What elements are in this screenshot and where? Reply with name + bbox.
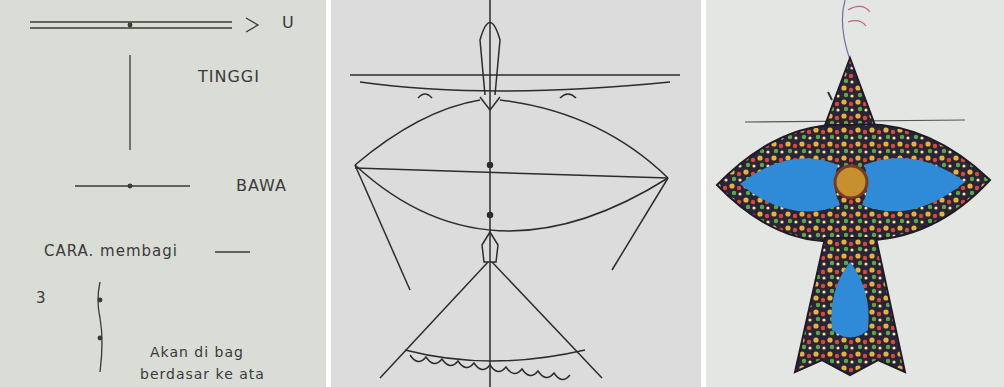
handwritten-note: berdasar ke ata: [140, 367, 265, 382]
handwritten-note: Akan di bag: [150, 345, 244, 360]
handwritten-note: CARA. membagi: [44, 243, 178, 260]
handwritten-note: BAWA: [236, 177, 287, 195]
handwritten-note: 3: [36, 290, 47, 307]
kite-photo: [717, 0, 990, 375]
sketch-panel: [331, 0, 701, 387]
handwritten-note: TINGGI: [198, 68, 260, 86]
photo-panel: [706, 0, 1004, 387]
kite-frame-sketch: [350, 0, 680, 387]
notes-panel: [0, 0, 326, 387]
handwritten-note: U: [282, 14, 295, 32]
